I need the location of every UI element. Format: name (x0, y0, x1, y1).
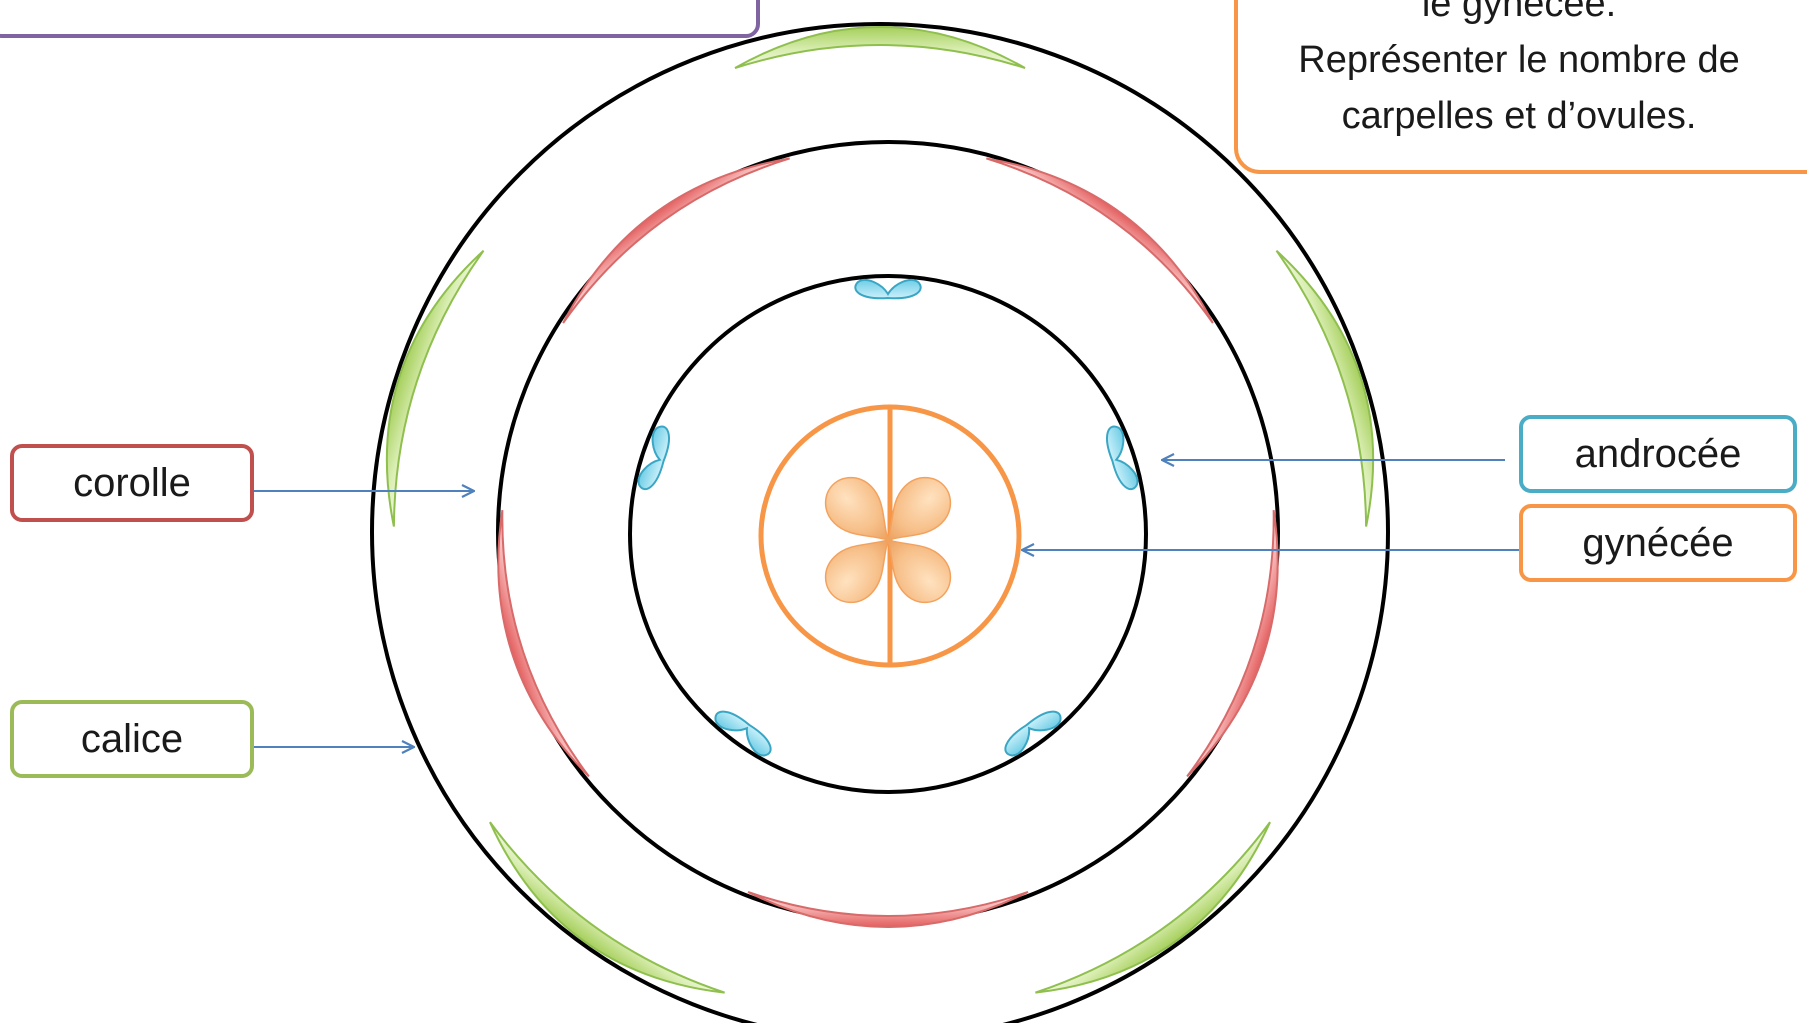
instruction-line-3: carpelles et d’ovules. (1238, 88, 1800, 144)
label-corolle: corolle (10, 444, 254, 522)
label-gynecee: gynécée (1519, 504, 1797, 582)
petal-5 (543, 130, 790, 323)
note-box-top-left (0, 0, 760, 38)
instruction-line-1: le gynécée. (1238, 0, 1800, 32)
label-androcee: androcée (1519, 415, 1797, 493)
petal-4 (469, 510, 589, 787)
instruction-line-2: Représenter le nombre de (1238, 32, 1800, 88)
stamen-1 (855, 280, 920, 298)
petal-1 (986, 130, 1233, 323)
petal-3 (748, 892, 1028, 927)
label-calice: calice (10, 700, 254, 778)
petal-2 (1187, 510, 1307, 787)
sepal-3 (1035, 822, 1294, 1023)
sepal-4 (466, 822, 725, 1023)
instruction-box: le gynécée. Représenter le nombre de car… (1234, 0, 1807, 174)
